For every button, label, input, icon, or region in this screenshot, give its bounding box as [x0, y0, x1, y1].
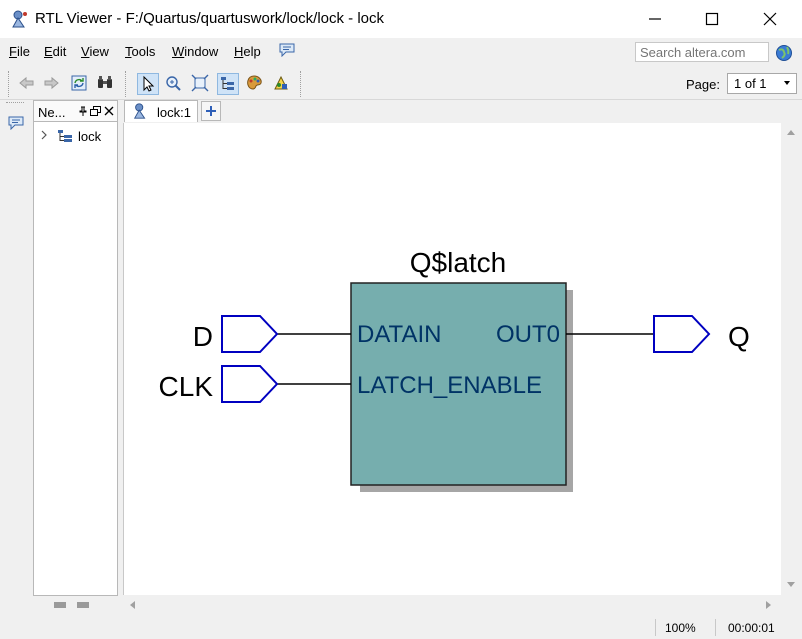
output-label-q: Q	[728, 321, 750, 352]
hierarchy-node-icon	[58, 130, 72, 142]
comment-panel-icon[interactable]	[8, 116, 24, 130]
menu-file[interactable]: File	[9, 44, 30, 59]
page-select[interactable]: 1 of 1	[727, 73, 797, 94]
globe-icon[interactable]	[775, 44, 793, 62]
tab-lock-1[interactable]: lock:1	[124, 100, 198, 122]
vertical-scrollbar[interactable]	[781, 123, 802, 595]
scroll-left-icon[interactable]	[128, 600, 136, 610]
port-datain: DATAIN	[357, 321, 441, 348]
back-icon	[19, 76, 34, 90]
navigator-title: Ne...	[38, 105, 66, 120]
forward-icon	[44, 76, 59, 90]
pointer-icon	[143, 75, 155, 92]
menu-edit[interactable]: Edit	[44, 44, 67, 59]
rail-grip	[6, 102, 24, 103]
schematic-diagram: Q$latch D CLK Q DATAIN LATCH_ENABLE OUT0	[159, 247, 750, 492]
window-title: RTL Viewer - F:/Quartus/quartuswork/lock…	[35, 10, 384, 27]
forward-button[interactable]	[41, 73, 63, 95]
tree-item-label: lock	[78, 129, 102, 144]
fit-icon	[191, 74, 209, 92]
color-button[interactable]	[244, 73, 266, 95]
input-label-clk: CLK	[159, 371, 214, 402]
close-icon	[763, 12, 777, 26]
minimize-button[interactable]	[632, 0, 678, 38]
maximize-button[interactable]	[689, 0, 735, 38]
close-button[interactable]	[747, 0, 793, 38]
page-label: Page:	[686, 77, 720, 92]
document-tabs: lock:1	[122, 100, 802, 122]
status-divider	[715, 619, 716, 636]
schematic-canvas[interactable]: Q$latch D CLK Q DATAIN LATCH_ENABLE OUT0	[123, 123, 782, 595]
plus-icon	[206, 106, 216, 116]
search-input[interactable]	[636, 43, 770, 61]
horizontal-scrollbar[interactable]	[123, 595, 781, 616]
find-button[interactable]	[95, 73, 117, 95]
hierarchy-icon	[221, 77, 234, 90]
zoom-level: 100%	[665, 621, 696, 635]
select-tool-button[interactable]	[137, 73, 159, 95]
title-bar: RTL Viewer - F:/Quartus/quartuswork/lock…	[0, 0, 802, 38]
minimize-icon	[649, 18, 661, 20]
navigator-tree: lock	[33, 122, 118, 596]
menu-window[interactable]: Window	[172, 44, 219, 59]
scroll-right-icon[interactable]	[765, 600, 773, 610]
status-divider	[655, 619, 656, 636]
collapse-handle[interactable]	[77, 602, 89, 608]
binoculars-icon	[98, 76, 112, 88]
zoom-tool-button[interactable]	[163, 73, 185, 95]
netlist-button[interactable]	[271, 73, 293, 95]
netlist-icon	[274, 75, 288, 90]
fit-window-button[interactable]	[190, 73, 212, 95]
rtl-viewer-icon	[133, 103, 146, 119]
port-out0: OUT0	[496, 321, 560, 348]
elapsed-time: 00:00:01	[728, 621, 775, 635]
maximize-icon	[705, 12, 719, 26]
scroll-up-icon[interactable]	[786, 128, 796, 136]
panel-close-icon[interactable]	[104, 106, 114, 116]
scroll-down-icon[interactable]	[786, 581, 796, 589]
menu-tools[interactable]: Tools	[125, 44, 156, 59]
navigator-header: Ne...	[33, 100, 118, 122]
status-bar	[0, 616, 802, 639]
chevron-down-icon	[784, 81, 790, 85]
zoom-icon	[166, 76, 181, 91]
page-select-value: 1 of 1	[734, 76, 767, 91]
refresh-button[interactable]	[69, 73, 91, 95]
toolbar	[0, 67, 802, 100]
port-latch-enable: LATCH_ENABLE	[357, 372, 542, 399]
input-label-d: D	[193, 321, 213, 352]
chevron-right-icon[interactable]	[40, 130, 48, 140]
block-name: Q$latch	[410, 247, 507, 278]
menu-help[interactable]: Help	[234, 44, 261, 59]
refresh-icon	[71, 75, 87, 91]
latch-block[interactable]	[350, 282, 567, 486]
collapse-handle[interactable]	[54, 602, 66, 608]
navigator-footer	[33, 596, 118, 616]
comment-icon[interactable]	[279, 43, 295, 57]
netlist-navigator: Ne... lock	[33, 100, 118, 616]
output-pin-q[interactable]	[653, 315, 711, 353]
toolbar-separator	[125, 71, 127, 97]
add-tab-button[interactable]	[201, 101, 221, 121]
back-button[interactable]	[17, 73, 39, 95]
input-pin-d[interactable]	[221, 315, 279, 353]
search-box[interactable]	[635, 42, 770, 62]
tab-label: lock:1	[157, 105, 191, 120]
menu-view[interactable]: View	[81, 44, 109, 59]
toolbar-separator	[300, 71, 302, 97]
left-rail	[0, 100, 30, 616]
input-pin-clk[interactable]	[221, 365, 279, 403]
palette-icon	[247, 75, 262, 90]
app-icon	[12, 10, 27, 28]
toolbar-grip	[8, 71, 10, 97]
hierarchy-button[interactable]	[217, 73, 239, 95]
pin-icon[interactable]	[78, 106, 88, 117]
restore-icon[interactable]	[90, 106, 101, 117]
